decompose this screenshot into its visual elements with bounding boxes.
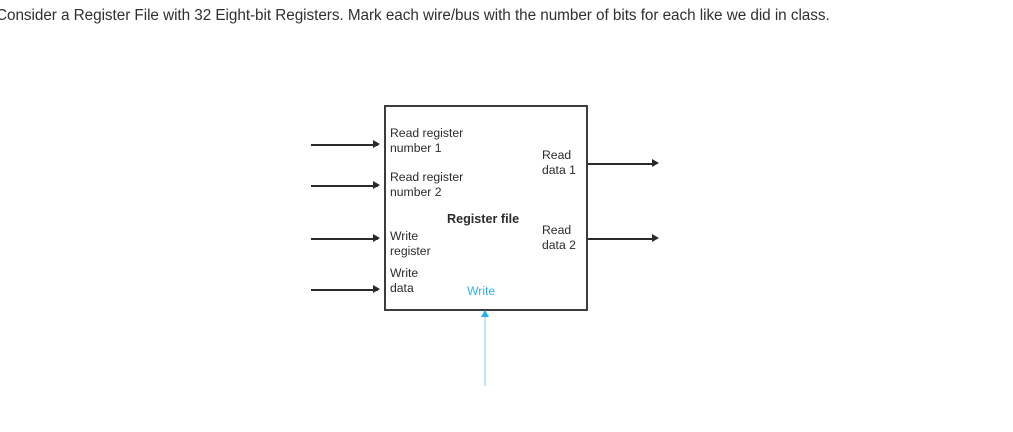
label-write-control: Write [467,284,496,298]
wire-write-data [311,289,378,291]
label-write-register: Write register [390,229,431,258]
label-read-data-1: Read data 1 [542,148,576,177]
arrowhead-right-icon [373,140,380,148]
arrowhead-right-icon [373,285,380,293]
arrowhead-right-icon [373,181,380,189]
label-write-data: Write data [390,266,419,295]
arrowhead-right-icon [652,234,659,242]
register-file-box [384,105,588,311]
wire-read-data-1 [588,163,654,165]
label-read-register-number-2: Read register number 2 [390,170,464,199]
arrowhead-right-icon [652,159,659,167]
arrowhead-right-icon [373,234,380,242]
arrowhead-up-icon [481,310,489,317]
label-read-register-number-1: Read register number 1 [390,126,464,155]
label-register-file-title: Register file [447,212,520,226]
wire-read-register-number-1 [311,144,378,146]
wire-write-control [484,311,486,386]
wire-read-register-number-2 [311,185,378,187]
wire-read-data-2 [588,238,654,240]
wire-write-register [311,238,378,240]
label-read-data-2: Read data 2 [542,223,576,252]
question-text: Consider a Register File with 32 Eight-b… [0,7,830,24]
